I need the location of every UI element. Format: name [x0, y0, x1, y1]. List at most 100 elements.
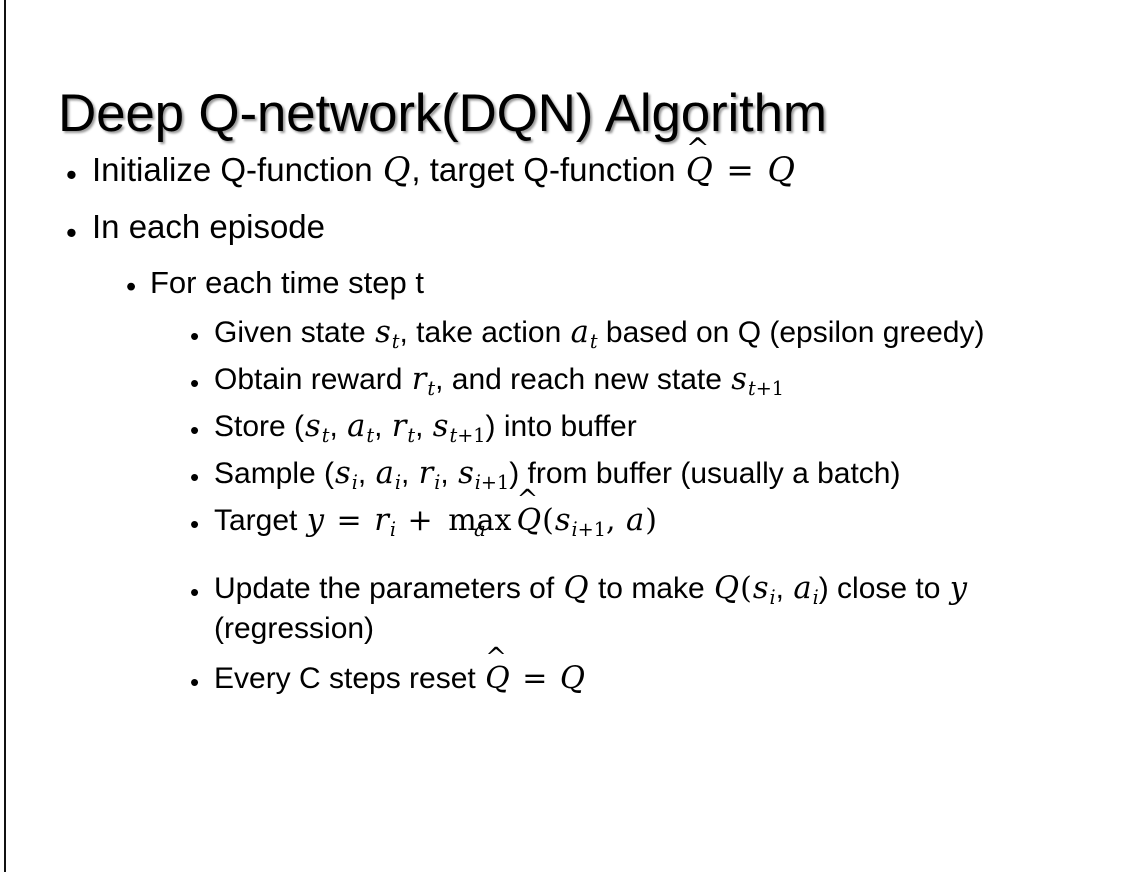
math-var-q: Q [563, 571, 589, 607]
list-item-text: Store (st, at, rt, st+1) into buffer [214, 407, 1104, 447]
text-run: Initialize Q-function [92, 151, 382, 188]
text-run: to make [589, 572, 714, 606]
bullet-glyph: • [190, 415, 200, 446]
text-run: (regression) [214, 612, 375, 646]
text-run: +1 [755, 376, 785, 400]
text-run: based on Q (epsilon greedy) [597, 316, 985, 350]
math-subscript: t [366, 423, 375, 447]
math-var-r: r [411, 362, 427, 398]
math-var-s: s [731, 362, 747, 398]
math-var-q: Q [382, 150, 411, 189]
text-run: , [329, 410, 347, 444]
list-item-initialize: • Initialize Q-function Q, target Q-func… [0, 134, 1124, 192]
list-item-text: In each episode [92, 207, 326, 245]
bullet-glyph: • [66, 157, 77, 192]
math-subscript: t [427, 376, 436, 400]
text-run: , [415, 410, 432, 444]
list-item-store-transition: • Store (st, at, rt, st+1) into buffer [0, 407, 1124, 447]
bullet-glyph: • [190, 666, 200, 697]
text-run: Update the parameters of [214, 572, 563, 606]
text-run: t [449, 423, 458, 447]
math-var-s: s [432, 409, 449, 445]
math-subscript: i [769, 586, 776, 610]
text-run: +1 [480, 471, 510, 495]
math-var-s: s [335, 456, 351, 492]
list-item-given-state: • Given state st, take action at based o… [0, 313, 1124, 353]
list-item-obtain-reward: • Obtain reward rt, and reach new state … [0, 360, 1124, 400]
math-subscript: t+1 [748, 377, 784, 400]
text-run: ( [740, 571, 752, 607]
bullet-glyph: • [190, 321, 200, 352]
list-item-text: Obtain reward rt, and reach new state st… [214, 360, 1104, 400]
bullet-glyph: • [190, 462, 200, 493]
bullet-glyph: • [66, 214, 77, 250]
list-item-text: Every C steps reset ^Q = Q [214, 645, 1104, 699]
text-run: Sample ( [214, 457, 335, 491]
math-var-s: s [375, 315, 391, 351]
list-item-reset-target-network: • Every C steps reset ^Q = Q [0, 645, 1124, 699]
math-var-q-hat: ^Q [685, 134, 714, 192]
list-item-text: Given state st, take action at based on … [214, 313, 1104, 353]
math-max-subscript: a [473, 518, 486, 542]
text-run: t [748, 376, 756, 400]
text-run: Q [485, 660, 510, 696]
math-var-s: s [305, 409, 321, 445]
math-var-s: s [554, 503, 571, 539]
math-subscript: t+1 [449, 424, 485, 447]
text-run: Obtain reward [214, 363, 411, 397]
math-var-a: a [347, 409, 366, 445]
text-run: , [440, 457, 458, 491]
text-run: Q [516, 503, 542, 539]
text-run: Given state [214, 316, 375, 350]
slide-left-edge-line [4, 0, 6, 872]
math-subscript: i [351, 471, 358, 495]
list-item-for-each-time-step: • For each time step t [0, 263, 1124, 303]
list-item-in-each-episode: • In each episode [0, 206, 1124, 249]
math-var-q: Q [559, 660, 586, 696]
math-var-a: a [793, 571, 812, 607]
hat-accent-icon: ^ [485, 642, 507, 673]
math-var-s: s [752, 571, 769, 607]
math-subscript: i [389, 518, 396, 542]
bullet-glyph: • [126, 270, 137, 303]
math-var-r: r [374, 503, 389, 539]
text-run: = [715, 150, 765, 189]
text-run: max [448, 503, 512, 539]
text-run: , [605, 503, 626, 539]
text-run: , [400, 457, 418, 491]
text-run: Q [685, 150, 713, 189]
math-var-r: r [391, 409, 407, 445]
list-item-text: Update the parameters of Q to make Q(si,… [214, 569, 1104, 648]
text-run: = [327, 503, 372, 539]
math-var-a: a [375, 456, 394, 492]
text-run: , take action [399, 316, 570, 350]
math-subscript: t [391, 329, 400, 353]
hat-accent-icon: ^ [516, 485, 539, 516]
text-run: ( [542, 503, 554, 539]
math-var-q: Q [714, 571, 740, 607]
bullet-glyph: • [190, 509, 200, 540]
page-title: Deep Q-network(DQN) Algorithm [58, 83, 827, 143]
math-var-a: a [570, 315, 589, 351]
hat-accent-icon: ^ [685, 131, 710, 165]
list-item-sample-batch: • Sample (si, ai, ri, si+1) from buffer … [0, 454, 1124, 494]
text-run: i [571, 518, 578, 542]
math-var-y: y [306, 503, 325, 539]
math-subscript: i [434, 471, 441, 495]
math-var-y: y [949, 571, 968, 607]
bullet-glyph: • [190, 368, 200, 399]
math-subscript: i [394, 471, 401, 495]
text-run: , [357, 457, 375, 491]
text-run: ) from buffer (usually a batch) [509, 457, 901, 491]
math-var-s: s [458, 456, 474, 492]
text-run: ) [645, 503, 657, 539]
text-run: Store ( [214, 410, 305, 444]
math-subscript: i [812, 586, 819, 610]
math-subscript: i+1 [475, 471, 509, 494]
list-item-update-parameters: • Update the parameters of Q to make Q(s… [0, 569, 1124, 648]
math-var-q-hat: ^Q [484, 645, 511, 698]
bullet-glyph: • [190, 577, 200, 608]
